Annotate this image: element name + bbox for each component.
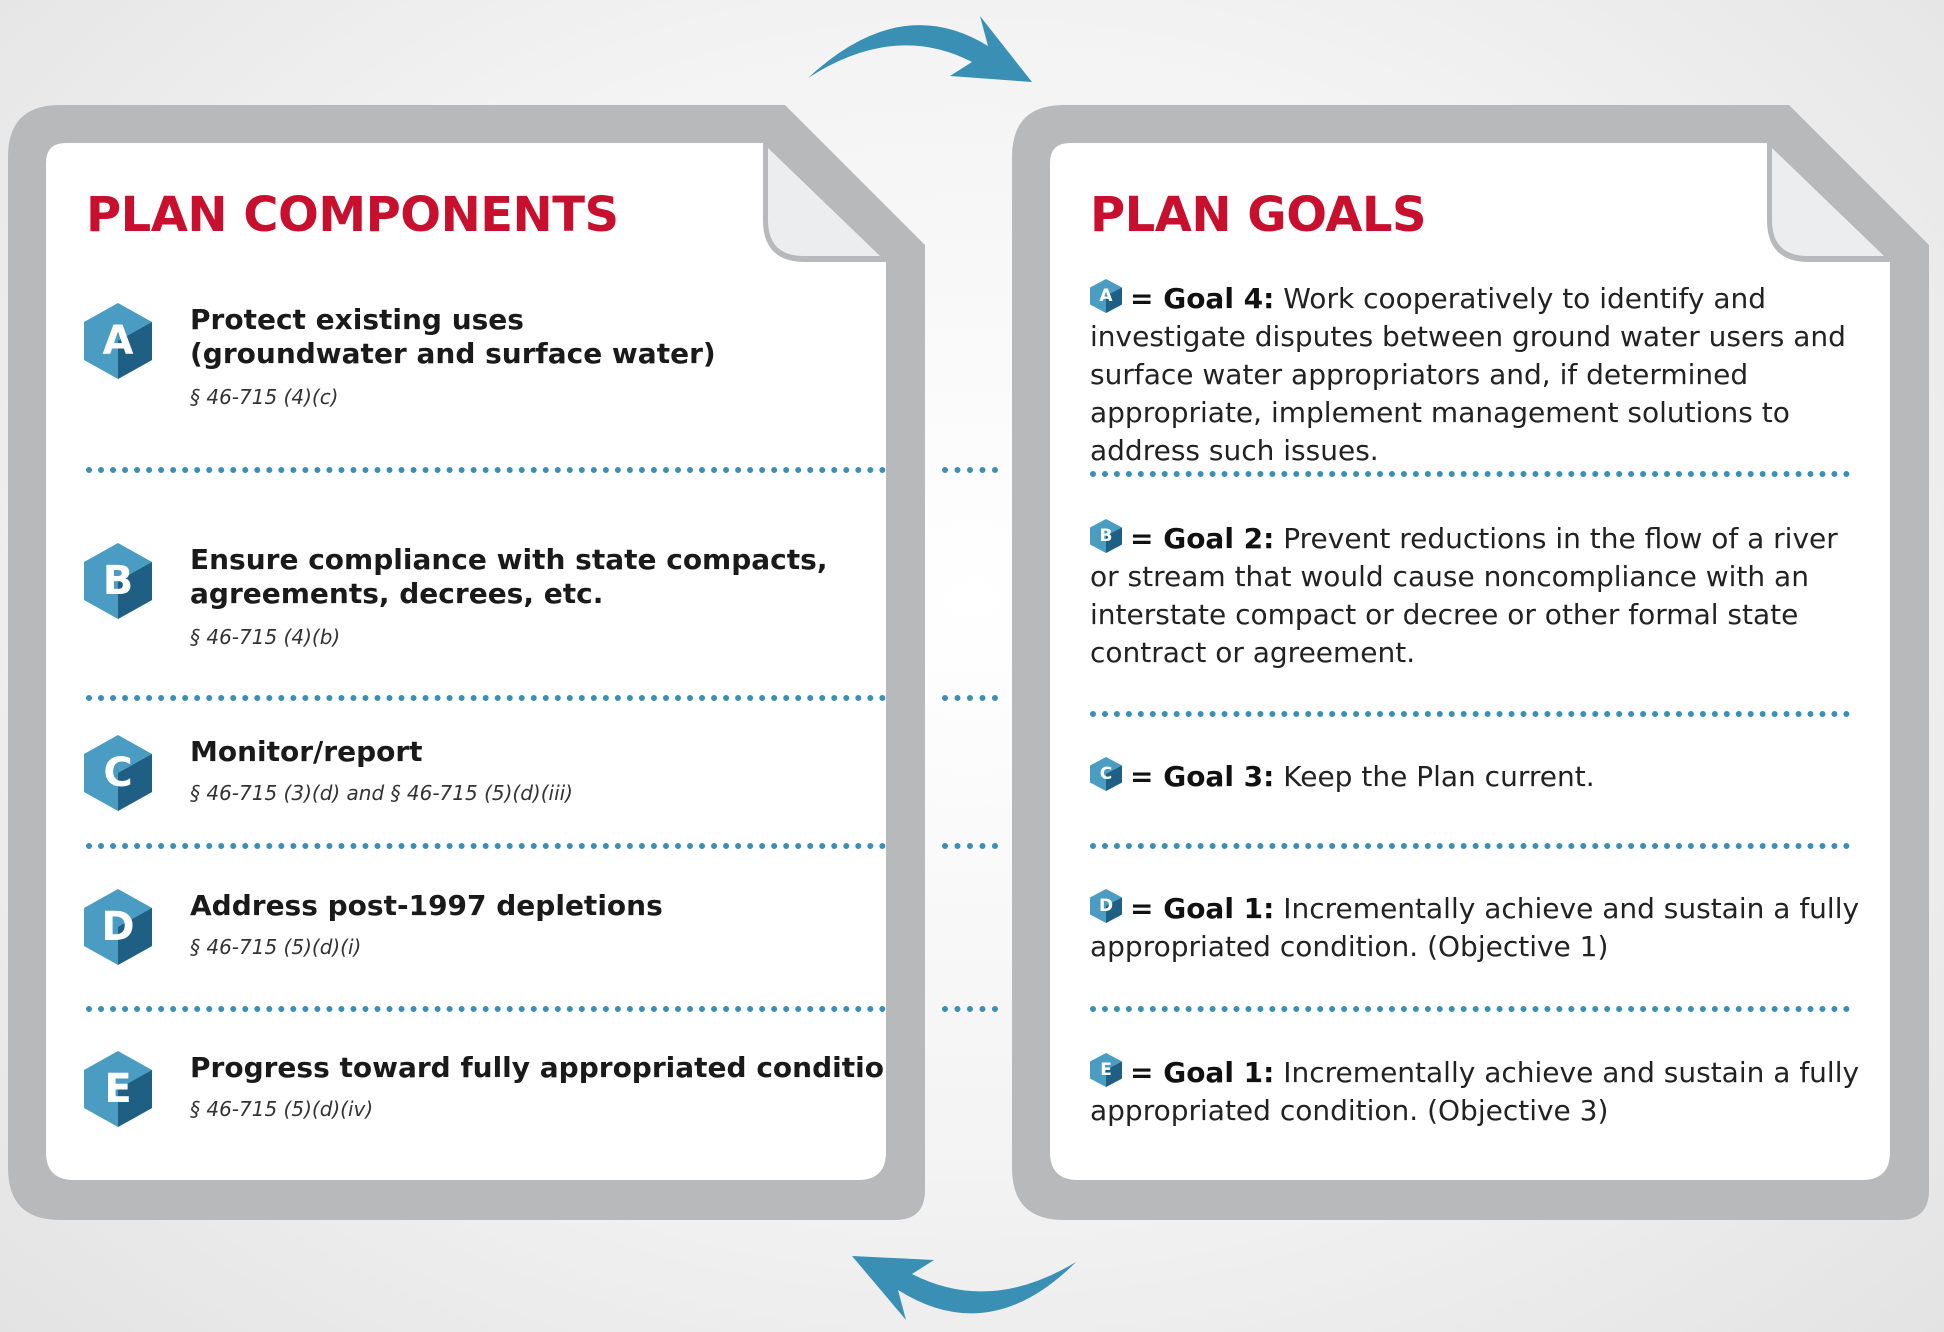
dotted-divider <box>1090 843 1850 849</box>
connector-dots <box>942 1006 998 1012</box>
goal-text: Incrementally achieve and sustain a full… <box>1090 892 1860 963</box>
goal-letter: B <box>1099 525 1113 546</box>
goal-item-e: E = Goal 1: Incrementally achieve and su… <box>1090 1053 1870 1130</box>
top-cycle-arrow <box>808 16 1032 82</box>
dotted-divider <box>1090 471 1850 477</box>
bottom-cycle-arrow <box>852 1256 1076 1320</box>
hexagon-badge-icon <box>84 735 152 811</box>
plan-components-panel: PLAN COMPONENTS A Protect existing uses … <box>46 143 886 1180</box>
connector-dots <box>942 467 998 473</box>
component-statute-ref: § 46-715 (5)(d)(iv) <box>190 1097 374 1121</box>
component-statute-ref: § 46-715 (4)(b) <box>190 625 341 649</box>
goal-letter: A <box>1099 285 1113 306</box>
component-statute-ref: § 46-715 (4)(c) <box>190 385 339 409</box>
goal-text: Work cooperatively to identify and inves… <box>1090 282 1846 467</box>
goal-letter: E <box>1100 1059 1112 1080</box>
goal-item-b: B = Goal 2: Prevent reductions in the fl… <box>1090 519 1870 672</box>
component-statute-ref: § 46-715 (5)(d)(i) <box>190 935 362 959</box>
connector-dots <box>942 695 998 701</box>
goal-number: = Goal 1: <box>1130 1056 1275 1089</box>
goal-number: = Goal 1: <box>1130 892 1275 925</box>
component-title: Progress toward fully appropriated condi… <box>190 1051 886 1084</box>
component-title: Ensure compliance with state compacts, a… <box>190 543 828 610</box>
plan-components-heading: PLAN COMPONENTS <box>86 187 619 243</box>
left-page-fold-inner <box>768 148 880 256</box>
component-title: Address post-1997 depletions <box>190 889 663 922</box>
component-title: Protect existing uses (groundwater and s… <box>190 303 716 370</box>
dotted-divider <box>1090 1006 1850 1012</box>
dotted-divider <box>1090 711 1850 717</box>
component-letter: D <box>101 904 135 950</box>
plan-goals-panel: PLAN GOALS A = Goal 4: Work cooperativel… <box>1050 143 1890 1180</box>
dotted-divider <box>86 695 886 701</box>
hexagon-badge-icon <box>84 889 152 965</box>
component-title: Monitor/report <box>190 735 423 768</box>
goal-item-c: C = Goal 3: Keep the Plan current. <box>1090 757 1870 796</box>
component-letter: A <box>102 318 134 364</box>
goal-text: Prevent reductions in the flow of a rive… <box>1090 522 1838 669</box>
component-letter: C <box>103 750 133 796</box>
hexagon-badge-icon: A <box>1090 279 1122 313</box>
right-document-page <box>1050 143 1890 1180</box>
left-document-page <box>46 143 886 1180</box>
dotted-divider <box>86 843 886 849</box>
dotted-divider <box>86 1006 886 1012</box>
plan-goals-heading: PLAN GOALS <box>1090 187 1427 243</box>
dotted-divider <box>86 467 886 473</box>
hexagon-badge-icon <box>84 1051 152 1127</box>
goal-number: = Goal 2: <box>1130 522 1275 555</box>
goal-item-d: D = Goal 1: Incrementally achieve and su… <box>1090 889 1870 966</box>
component-letter: E <box>104 1066 132 1112</box>
goal-text: Incrementally achieve and sustain a full… <box>1090 1056 1860 1127</box>
goal-item-a: A = Goal 4: Work cooperatively to identi… <box>1090 279 1870 470</box>
right-page-fold-inner <box>1772 148 1884 256</box>
connector-dots <box>942 843 998 849</box>
hexagon-badge-icon: D <box>1090 889 1122 923</box>
hexagon-badge-icon: B <box>1090 519 1122 553</box>
hexagon-badge-icon: C <box>1090 757 1122 791</box>
hexagon-badge-icon <box>84 303 152 379</box>
goal-text: Keep the Plan current. <box>1283 760 1595 793</box>
component-statute-ref: § 46-715 (3)(d) and § 46-715 (5)(d)(iii) <box>190 781 573 805</box>
goal-number: = Goal 4: <box>1130 282 1275 315</box>
goal-letter: D <box>1098 895 1114 916</box>
goal-letter: C <box>1099 763 1113 784</box>
hexagon-badge-icon: E <box>1090 1053 1122 1087</box>
hexagon-badge-icon <box>84 543 152 619</box>
goal-number: = Goal 3: <box>1130 760 1275 793</box>
component-letter: B <box>102 558 134 604</box>
